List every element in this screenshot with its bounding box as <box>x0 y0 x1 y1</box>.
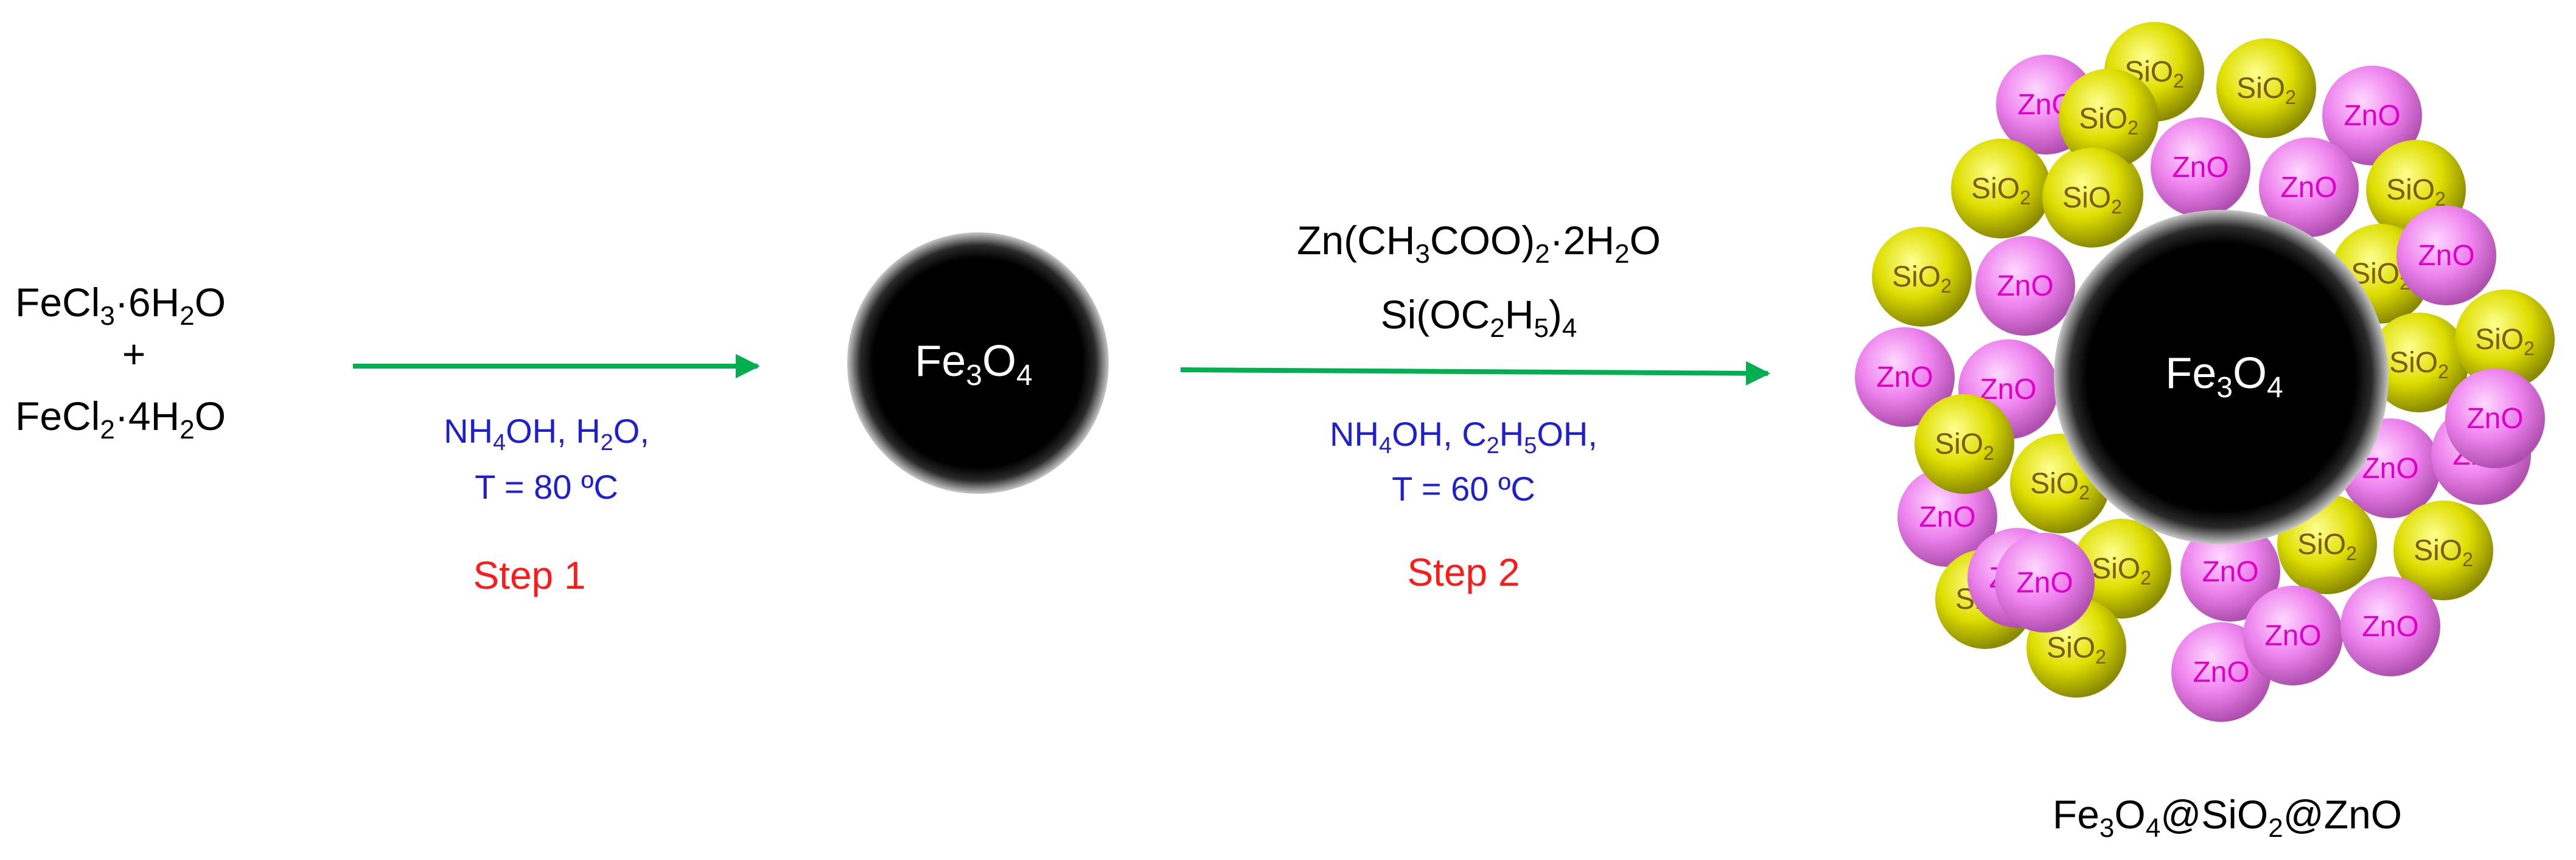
step1-conditions-temperature: T = 80 ºC <box>475 468 618 506</box>
zno-label: ZnO <box>2362 611 2418 643</box>
step1-conditions-reagents: NH4OH, H2O, <box>444 412 649 456</box>
sio2-sphere <box>2369 313 2469 412</box>
zno-sphere <box>2180 522 2280 622</box>
zno-label: ZnO <box>1876 361 1933 394</box>
sio2-label: SiO2 <box>2047 632 2106 668</box>
step2-reagent-teos: Si(OC2H5)4 <box>1381 292 1577 343</box>
sio2-particle: SiO2 <box>2455 290 2555 389</box>
step1-label: Step 1 <box>473 553 585 597</box>
composite-caption: Fe3O4@SiO2@ZnO <box>2053 792 2402 843</box>
sio2-particle: SiO2 <box>2393 501 2493 600</box>
zno-sphere <box>2445 369 2545 468</box>
zno-particle: ZnO <box>2243 586 2343 685</box>
zno-particle: ZnO <box>1855 327 1955 427</box>
zno-label: ZnO <box>2193 656 2249 688</box>
zno-sphere <box>1855 327 1955 427</box>
zno-particle: ZnO <box>2340 577 2440 676</box>
zno-sphere <box>1975 236 2075 336</box>
sio2-particle: SiO2 <box>1872 227 1972 327</box>
zno-sphere <box>2259 137 2359 237</box>
sio2-label: SiO2 <box>2092 553 2151 589</box>
zno-particle: ZnO <box>2151 117 2250 217</box>
sio2-label: SiO2 <box>2079 103 2138 139</box>
zno-label: ZnO <box>2016 567 2073 599</box>
sio2-label: SiO2 <box>2475 324 2535 359</box>
sio2-sphere <box>1872 227 1972 327</box>
sio2-label: SiO2 <box>1892 261 1952 297</box>
step2-arrow <box>1180 361 1770 386</box>
zno-sphere <box>2151 117 2250 217</box>
sio2-particle: SiO2 <box>1915 394 2014 494</box>
sio2-label: SiO2 <box>1971 173 2031 209</box>
sio2-particle: SiO2 <box>2072 519 2171 619</box>
step2-reagent-zinc-acetate: Zn(CH3COO)2·2H2O <box>1297 218 1661 269</box>
step2-conditions-reagents: NH4OH, C2H5OH, <box>1330 415 1597 459</box>
sio2-label: SiO2 <box>2386 174 2446 210</box>
zno-label: ZnO <box>1997 270 2053 302</box>
sio2-sphere <box>2042 148 2142 248</box>
zno-particle: ZnO <box>2322 66 2422 165</box>
zno-particle: ZnO <box>2180 522 2280 622</box>
zno-sphere <box>2322 66 2422 165</box>
composite-shell-back: ZnOSiO2SiO2ZnOSiO2SiO2ZnOZnOSiO2SiO2ZnOS… <box>1855 22 2555 722</box>
fe3o4-core-label: Fe3O4 <box>915 337 1032 392</box>
sio2-sphere <box>1915 394 2014 494</box>
zno-particle: ZnO <box>2259 137 2359 237</box>
zno-label: ZnO <box>2418 240 2474 272</box>
sio2-sphere <box>1951 139 2051 238</box>
fe3o4-core-particle <box>847 232 1109 494</box>
zno-particle: ZnO <box>1975 236 2075 336</box>
zno-label: ZnO <box>1919 501 1975 533</box>
zno-sphere <box>2340 577 2440 676</box>
zno-label: ZnO <box>1980 373 2036 406</box>
sio2-label: SiO2 <box>2062 182 2122 218</box>
sio2-sphere <box>2072 519 2171 619</box>
zno-particle: ZnO <box>2396 206 2496 305</box>
sio2-sphere <box>2393 501 2493 600</box>
zno-label: ZnO <box>2202 556 2258 588</box>
composite-core-label: Fe3O4 <box>2165 349 2283 404</box>
composite-fe3o4-core <box>2054 210 2389 544</box>
zno-label: ZnO <box>2280 172 2337 204</box>
sio2-label: SiO2 <box>1935 428 1994 464</box>
sio2-particle: SiO2 <box>2369 313 2469 412</box>
sio2-label: SiO2 <box>2414 535 2473 570</box>
zno-label: ZnO <box>2264 620 2321 652</box>
zno-label: ZnO <box>2466 403 2523 435</box>
step2-conditions-temperature: T = 60 ºC <box>1392 470 1535 508</box>
step2-label: Step 2 <box>1407 550 1520 594</box>
zno-label: ZnO <box>2362 453 2418 485</box>
sio2-particle: SiO2 <box>2042 148 2142 248</box>
sio2-label: SiO2 <box>2389 347 2449 383</box>
reactant-fecl3: FeCl3·6H2O <box>15 280 226 331</box>
zno-sphere <box>2243 586 2343 685</box>
sio2-particle: SiO2 <box>2216 38 2316 138</box>
zno-particle: ZnO <box>1995 533 2095 633</box>
sio2-sphere <box>2216 38 2316 138</box>
sio2-particle: SiO2 <box>2059 69 2159 168</box>
zno-label: ZnO <box>2172 151 2229 184</box>
plus-sign: + <box>122 331 146 376</box>
sio2-sphere <box>2455 290 2555 389</box>
sio2-sphere <box>2059 69 2159 168</box>
sio2-particle: SiO2 <box>1951 139 2051 238</box>
zno-sphere <box>2396 206 2496 305</box>
reactant-fecl2: FeCl2·4H2O <box>15 394 226 445</box>
sio2-label: SiO2 <box>2236 72 2296 108</box>
sio2-label: SiO2 <box>2297 529 2357 564</box>
sio2-label: SiO2 <box>2030 468 2090 504</box>
zno-label: ZnO <box>2344 100 2400 132</box>
zno-particle: ZnO <box>2445 369 2545 468</box>
zno-sphere <box>1995 533 2095 633</box>
